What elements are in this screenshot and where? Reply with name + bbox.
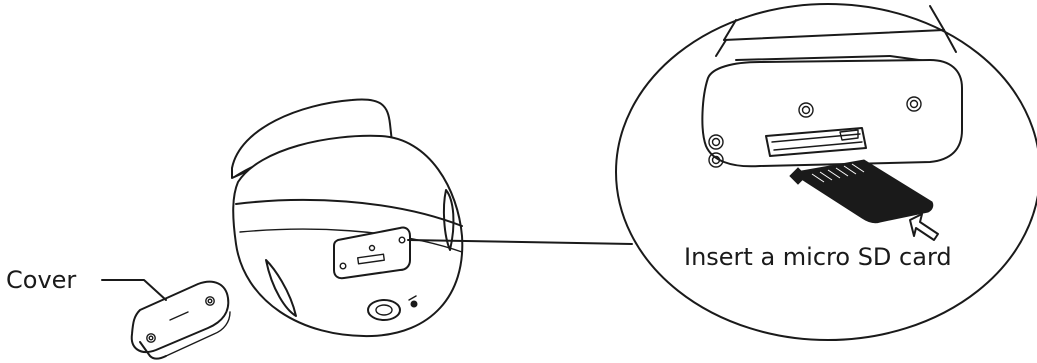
cover-leader-line xyxy=(101,279,167,301)
micro-sd-card xyxy=(789,159,934,224)
insert-sd-label: Insert a micro SD card xyxy=(684,243,952,271)
slot-cover xyxy=(130,280,231,360)
zoom-connector-line xyxy=(407,239,633,245)
sd-slot xyxy=(765,127,867,157)
cover-label: Cover xyxy=(6,266,76,294)
camera-body xyxy=(231,98,464,338)
camera-sd-slot xyxy=(333,226,411,280)
bottom-button xyxy=(367,295,418,321)
insert-arrow xyxy=(909,213,939,241)
zoom-detail xyxy=(615,3,1037,341)
